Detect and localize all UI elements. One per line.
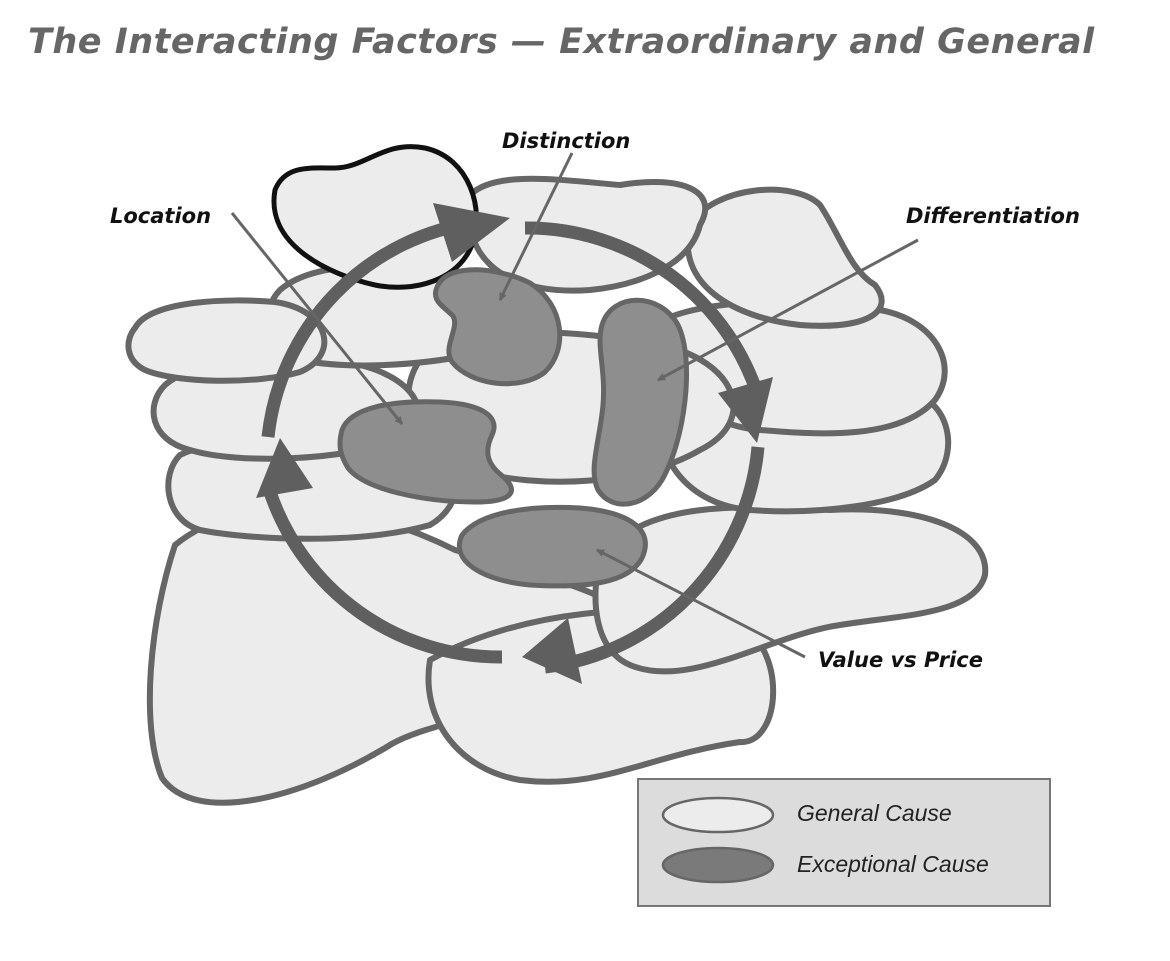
cycle-arrow: [261, 215, 767, 674]
legend-label-exceptional: Exceptional Cause: [797, 851, 989, 877]
label-differentiation: Differentiation: [906, 204, 1080, 228]
general-cause-blob-right-lower: [592, 504, 989, 675]
location-pointer: [230, 212, 404, 425]
legend: General Cause Exceptional Cause: [637, 778, 1051, 907]
legend-swatch-exceptional: [661, 846, 775, 884]
label-value-vs-price: Value vs Price: [818, 648, 983, 672]
legend-label-general: General Cause: [797, 800, 952, 826]
exceptional-cause-blob-location: [337, 399, 514, 505]
general-cause-blob-top-right: [684, 186, 885, 329]
cycle-arrowheads: [256, 203, 773, 684]
label-location: Location: [110, 204, 211, 228]
differentiation-pointer: [657, 238, 919, 382]
label-distinction: Distinction: [502, 129, 630, 153]
general-cause-blob-left-top: [125, 297, 328, 384]
legend-swatch-general: [661, 796, 775, 834]
distinction-pointer: [498, 152, 574, 301]
exceptional-cause-blob-distinction: [432, 267, 563, 387]
exceptional-cause-blob-differentiation: [591, 297, 689, 507]
value-vs-price-pointer: [596, 548, 806, 659]
diagram-title: The Interacting Factors — Extraordinary …: [28, 22, 1095, 62]
exceptional-cause-blob-value-vs-price: [456, 504, 648, 589]
